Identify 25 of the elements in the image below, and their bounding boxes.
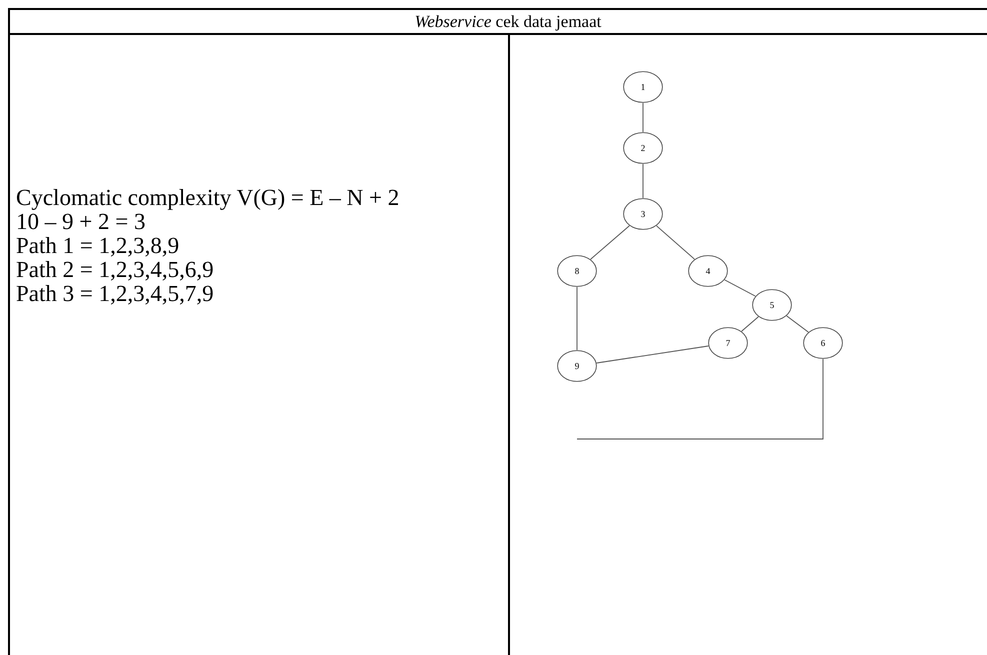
connector-line: [576, 286, 578, 350]
table-heading: Webservice cek data jemaat: [414, 12, 602, 31]
connector-line: [642, 164, 644, 198]
formula-text: Path 1 = 1,2,3,8,9: [16, 234, 180, 258]
connector-line: [590, 225, 630, 260]
graph-node: 5: [752, 289, 792, 321]
graph-node: 2: [623, 132, 663, 164]
graph-node: 3: [623, 198, 663, 230]
connector-line: [642, 102, 644, 132]
graph-node: 6: [803, 327, 843, 359]
graph-node: 8: [557, 255, 597, 287]
formula-text: 10 – 9 + 2 = 3: [16, 210, 146, 234]
formula-text: Path 2 = 1,2,3,4,5,6,9: [16, 258, 215, 282]
graph-node: 7: [708, 327, 748, 359]
graph-node: 1: [623, 71, 663, 103]
formula-text: Path 3 = 1,2,3,4,5,7,9: [16, 282, 215, 306]
graph-node: 9: [557, 350, 597, 382]
connector-line: [596, 346, 709, 364]
graph-node: 4: [688, 255, 728, 287]
connector-line: [786, 315, 809, 333]
connector-line: [741, 316, 759, 332]
formula-text: Cyclomatic complexity V(G) = E – N + 2: [16, 186, 400, 210]
connector-line: [724, 279, 756, 297]
connector-line: [656, 225, 695, 260]
open-connector-line: [576, 358, 824, 440]
